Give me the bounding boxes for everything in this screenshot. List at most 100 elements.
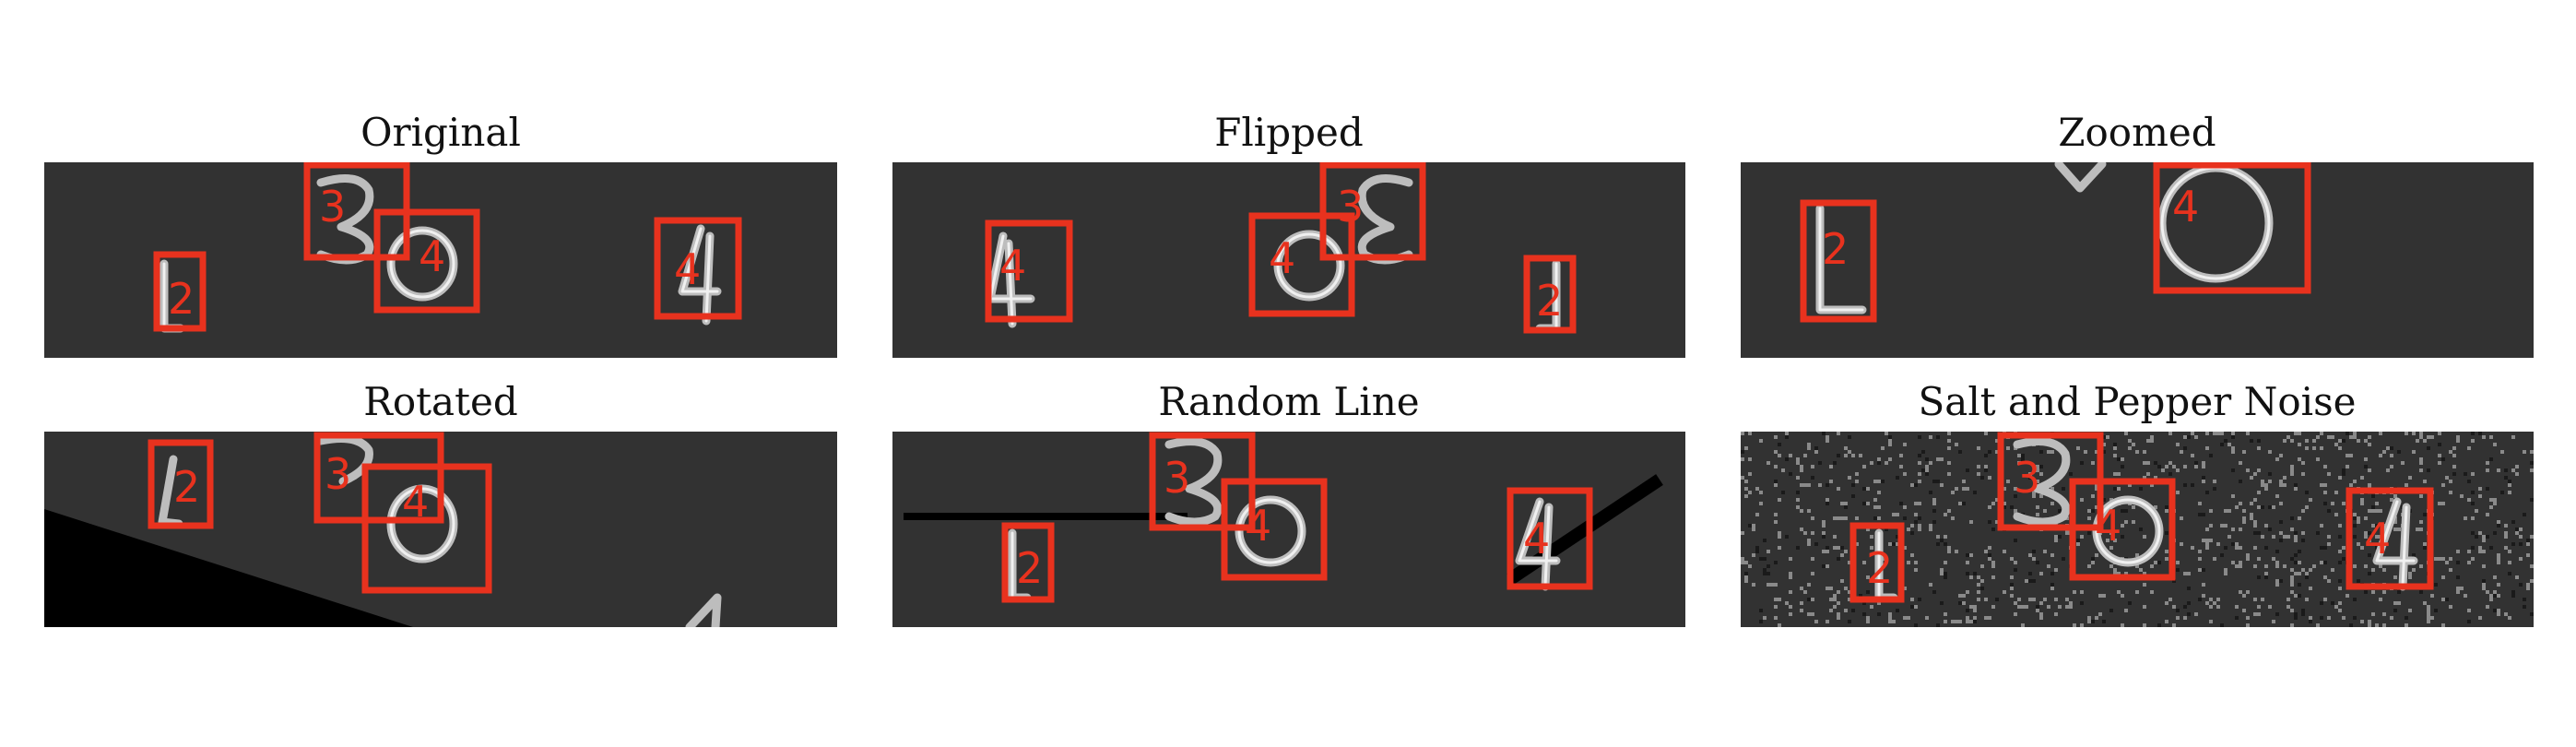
noise-pixel: [1744, 579, 1748, 583]
noise-pixel: [2227, 535, 2231, 539]
noise-pixel: [2014, 494, 2017, 498]
noise-pixel: [2294, 594, 2298, 598]
noise-pixel: [2364, 516, 2368, 520]
noise-pixel: [2346, 465, 2349, 468]
noise-pixel: [1774, 480, 1778, 483]
noise-pixel: [1844, 505, 1848, 509]
noise-pixel: [2452, 465, 2456, 468]
noise-pixel: [2194, 465, 2198, 468]
noise-pixel: [1914, 513, 1918, 516]
noise-pixel: [1837, 557, 1840, 561]
noise-pixel: [2087, 620, 2091, 623]
noise-pixel: [2279, 454, 2283, 457]
noise-pixel: [2489, 594, 2493, 598]
noise-pixel: [2069, 601, 2073, 605]
noise-pixel: [2408, 572, 2412, 575]
noise-pixel: [2327, 472, 2331, 476]
noise-pixel: [2183, 605, 2187, 609]
noise-pixel: [1969, 520, 1973, 524]
noise-pixel: [2279, 502, 2283, 505]
noise-pixel: [2379, 454, 2382, 457]
noise-pixel: [1796, 476, 1800, 480]
noise-pixel: [1818, 483, 1822, 487]
noise-pixel: [2323, 491, 2327, 494]
noise-pixel: [2412, 568, 2416, 572]
noise-pixel: [2017, 454, 2021, 457]
noise-pixel: [2338, 439, 2342, 443]
noise-pixel: [2419, 494, 2423, 498]
digit-0: [386, 226, 458, 302]
digit-4: [678, 224, 722, 326]
noise-pixel: [2198, 550, 2202, 553]
noise-pixel: [1995, 498, 1999, 502]
detection-label: 3: [1337, 182, 1364, 231]
noise-pixel: [2511, 594, 2515, 598]
noise-pixel: [2309, 568, 2312, 572]
noise-pixel: [2298, 443, 2301, 446]
noise-pixel: [2519, 583, 2523, 587]
noise-pixel: [2213, 480, 2216, 483]
noise-pixel: [2327, 509, 2331, 513]
noise-pixel: [2224, 568, 2227, 572]
noise-pixel: [2257, 505, 2261, 509]
noise-pixel: [2224, 524, 2227, 528]
noise-pixel: [2342, 468, 2346, 472]
noise-pixel: [1980, 587, 1984, 590]
noise-pixel: [2294, 531, 2298, 535]
noise-pixel: [2382, 590, 2386, 594]
noise-pixel: [2423, 601, 2427, 605]
noise-pixel: [1840, 579, 1844, 583]
noise-pixel: [2183, 435, 2187, 439]
noise-pixel: [2320, 524, 2323, 528]
detection-box: [1800, 199, 1877, 323]
noise-pixel: [2456, 439, 2460, 443]
noise-pixel: [2327, 542, 2331, 546]
noise-pixel: [2014, 612, 2017, 616]
noise-pixel: [1848, 590, 1851, 594]
noise-pixel: [2486, 590, 2489, 594]
panel-title: Zoomed: [2058, 110, 2216, 155]
noise-pixel: [2460, 587, 2464, 590]
noise-pixel: [1896, 476, 1899, 480]
noise-pixel: [2382, 450, 2386, 454]
noise-pixel: [1918, 472, 1921, 476]
noise-pixel: [2157, 465, 2161, 468]
noise-pixel: [2014, 601, 2017, 605]
noise-pixel: [1881, 446, 1885, 450]
noise-pixel: [1973, 605, 1977, 609]
noise-pixel: [2504, 531, 2508, 535]
noise-pixel: [2349, 435, 2353, 439]
noise-pixel: [2135, 590, 2139, 594]
noise-pixel: [2342, 546, 2346, 550]
noise-pixel: [2393, 528, 2397, 531]
noise-pixel: [2091, 461, 2095, 465]
noise-pixel: [2216, 542, 2220, 546]
noise-pixel: [1947, 472, 1951, 476]
noise-pixel: [2209, 524, 2213, 528]
noise-pixel: [2202, 594, 2205, 598]
noise-pixel: [2290, 516, 2294, 520]
noise-pixel: [1932, 509, 1936, 513]
noise-pixel: [2375, 546, 2379, 550]
noise-pixel: [1785, 457, 1789, 461]
noise-pixel: [2486, 461, 2489, 465]
noise-pixel: [1958, 601, 1962, 605]
noise-pixel: [2036, 480, 2039, 483]
noise-pixel: [1759, 620, 1763, 623]
noise-pixel: [2445, 561, 2449, 564]
noise-pixel: [2272, 505, 2275, 509]
noise-pixel: [1936, 435, 1940, 439]
noise-pixel: [2047, 605, 2050, 609]
noise-pixel: [2397, 528, 2401, 531]
noise-pixel: [2497, 553, 2500, 557]
noise-pixel: [1833, 546, 1837, 550]
noise-pixel: [2471, 491, 2475, 494]
noise-pixel: [1796, 505, 1800, 509]
noise-pixel: [2320, 601, 2323, 605]
noise-pixel: [2357, 520, 2360, 524]
detection-label: 2: [1822, 224, 1849, 274]
noise-pixel: [1778, 546, 1781, 550]
noise-pixel: [2327, 579, 2331, 583]
noise-pixel: [2025, 605, 2028, 609]
noise-pixel: [2146, 472, 2150, 476]
